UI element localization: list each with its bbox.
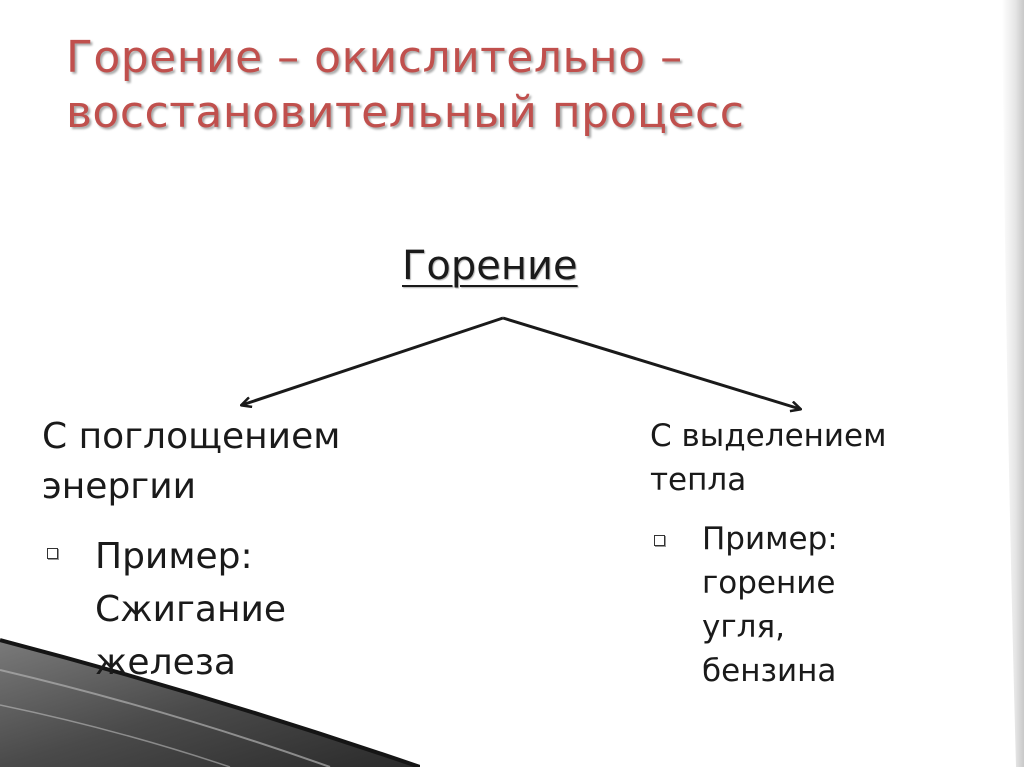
- right-branch-example: Пример: горение угля, бензина: [702, 521, 838, 689]
- square-bullet-icon: [654, 535, 665, 546]
- corner-decoration: [0, 638, 420, 767]
- diagram-root-label: Горение: [402, 243, 578, 289]
- arrow-to-right-branch: [502, 316, 800, 409]
- square-bullet-icon: [47, 548, 58, 559]
- left-branch-title: С поглощением энергии: [42, 416, 341, 507]
- right-branch-title: С выделением тепла: [650, 418, 887, 498]
- slide-title-text: Горение – окислительно – восстановительн…: [66, 32, 745, 138]
- arrow-to-left-branch: [242, 316, 504, 405]
- slide-title: Горение – окислительно – восстановительн…: [66, 30, 966, 140]
- page-curl-decoration: [1002, 0, 1024, 767]
- left-branch-example: Пример: Сжигание железа: [95, 536, 287, 683]
